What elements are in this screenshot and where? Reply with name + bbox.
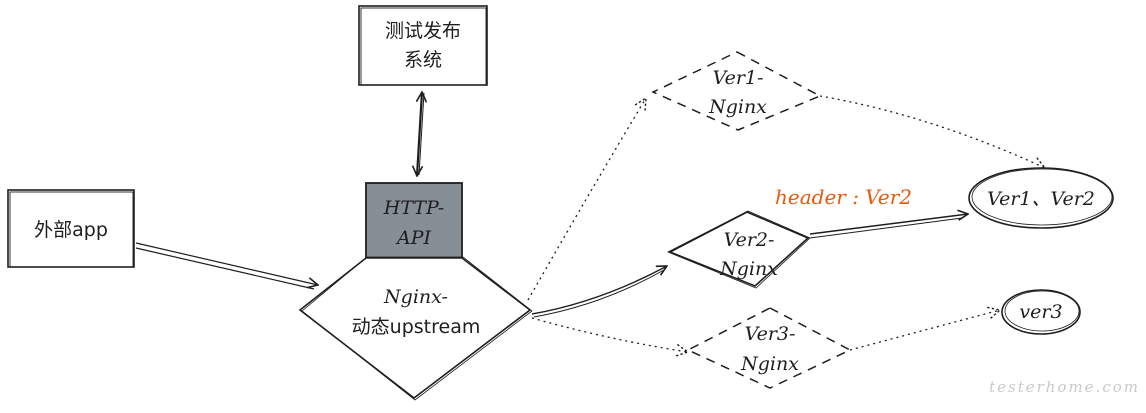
nginx-upstream-label-2: 动态upstream xyxy=(352,316,481,338)
ver2-nginx-label-1: Ver2- xyxy=(724,229,775,251)
ver3-label: ver3 xyxy=(1019,301,1062,323)
ver1-nginx-node: Ver1- Nginx xyxy=(651,51,822,131)
external-app-box xyxy=(7,189,135,268)
http-api-node: HTTP- API xyxy=(365,182,463,259)
app-to-nginx-arrow xyxy=(135,242,318,290)
ver2-nginx-shape xyxy=(668,211,810,287)
ver1-nginx-shape xyxy=(651,51,822,131)
ver2-nginx-shape-sketch xyxy=(667,210,811,289)
header-route-label: header : Ver2 xyxy=(775,185,912,209)
nginx-to-ver1-arrow xyxy=(527,98,646,301)
nginx-upstream-node: Nginx- 动态upstream xyxy=(298,256,533,401)
ver1-ver2-ellipse xyxy=(968,167,1114,229)
nginx-upstream-label-1: Nginx- xyxy=(383,286,448,308)
nginx-upstream-shape xyxy=(298,257,532,400)
nginx-to-ver3-arrow xyxy=(531,317,688,352)
release-api-arrow xyxy=(417,92,424,176)
external-app-box-sketch xyxy=(9,191,134,268)
ver1-nginx-label-2: Nginx xyxy=(708,96,767,118)
release-system-node: 测试发布 系统 xyxy=(358,5,488,86)
external-app-node: 外部app xyxy=(7,189,135,268)
ver3-nginx-label-2: Nginx xyxy=(740,353,799,375)
ver3-nginx-node: Ver3- Nginx xyxy=(686,307,852,389)
nginx-to-ver2-arrow xyxy=(531,266,667,318)
ver3-to-target-arrow xyxy=(849,310,1000,351)
nginx-upstream-shape-sketch xyxy=(301,256,533,401)
ver2-to-target-arrow xyxy=(809,214,968,239)
ver3-nginx-shape xyxy=(686,307,852,389)
http-api-label-1: HTTP- xyxy=(383,197,444,219)
ver3-ellipse-sketch xyxy=(1004,290,1080,332)
ver2-nginx-node: Ver2- Nginx xyxy=(667,210,811,289)
external-app-label: 外部app xyxy=(34,219,108,241)
ver1-ver2-target-node: Ver1、Ver2 xyxy=(968,167,1114,229)
http-api-box xyxy=(365,182,463,259)
ver3-target-node: ver3 xyxy=(1001,289,1081,335)
ver1-nginx-label-1: Ver1- xyxy=(713,67,764,89)
ver3-nginx-label-1: Ver3- xyxy=(745,323,796,345)
ver2-nginx-label-2: Nginx xyxy=(719,258,778,280)
ver1-ver2-label: Ver1、Ver2 xyxy=(987,188,1095,210)
ver3-ellipse xyxy=(1001,289,1081,335)
release-system-label-1: 测试发布 xyxy=(385,20,461,42)
ver1-to-target-arrow xyxy=(819,95,1045,168)
watermark: testerhome.com xyxy=(989,378,1140,396)
release-system-label-2: 系统 xyxy=(404,49,442,71)
release-system-box xyxy=(358,5,488,86)
http-api-label-2: API xyxy=(395,227,432,249)
release-system-box-sketch xyxy=(360,7,487,86)
ver1-ver2-ellipse-sketch xyxy=(971,168,1113,226)
